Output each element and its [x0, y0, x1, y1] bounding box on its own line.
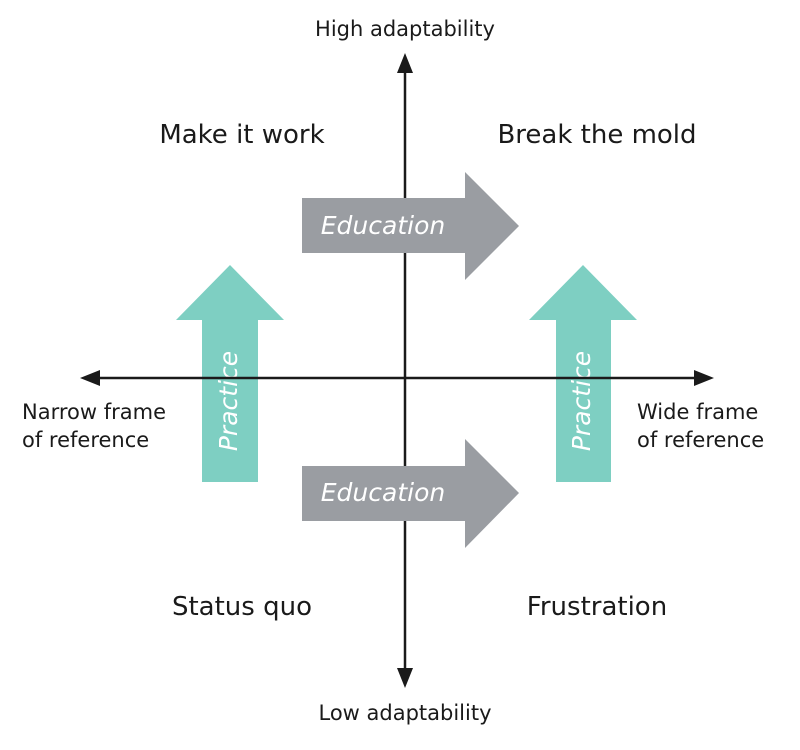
education-arrow-bottom: Education	[302, 439, 519, 548]
quadrant-top-right-label: Break the mold	[497, 120, 696, 150]
left-axis-label-line1: Narrow frame	[22, 400, 166, 424]
right-axis-label-line2: of reference	[637, 428, 764, 452]
practice-arrow-right: Practice	[529, 265, 637, 482]
top-axis-label: High adaptability	[315, 17, 495, 41]
left-axis-label: Narrow frame of reference	[22, 400, 173, 452]
left-axis-label-line2: of reference	[22, 428, 149, 452]
right-axis-label: Wide frame of reference	[637, 400, 765, 452]
practice-arrow-right-label: Practice	[567, 351, 596, 451]
education-arrow-top-shape	[302, 172, 519, 280]
quadrant-bottom-right-label: Frustration	[527, 592, 667, 622]
quadrant-top-left-label: Make it work	[159, 120, 324, 150]
education-arrow-top: Education	[302, 172, 519, 280]
practice-arrow-left-label: Practice	[214, 351, 243, 451]
quadrant-bottom-left-label: Status quo	[172, 592, 312, 622]
bottom-axis-label: Low adaptability	[318, 701, 491, 725]
education-arrow-top-label: Education	[321, 211, 445, 240]
education-arrow-bottom-shape	[302, 439, 519, 548]
right-axis-label-line1: Wide frame	[637, 400, 758, 424]
practice-arrow-left: Practice	[176, 265, 284, 482]
education-arrow-bottom-label: Education	[321, 478, 445, 507]
